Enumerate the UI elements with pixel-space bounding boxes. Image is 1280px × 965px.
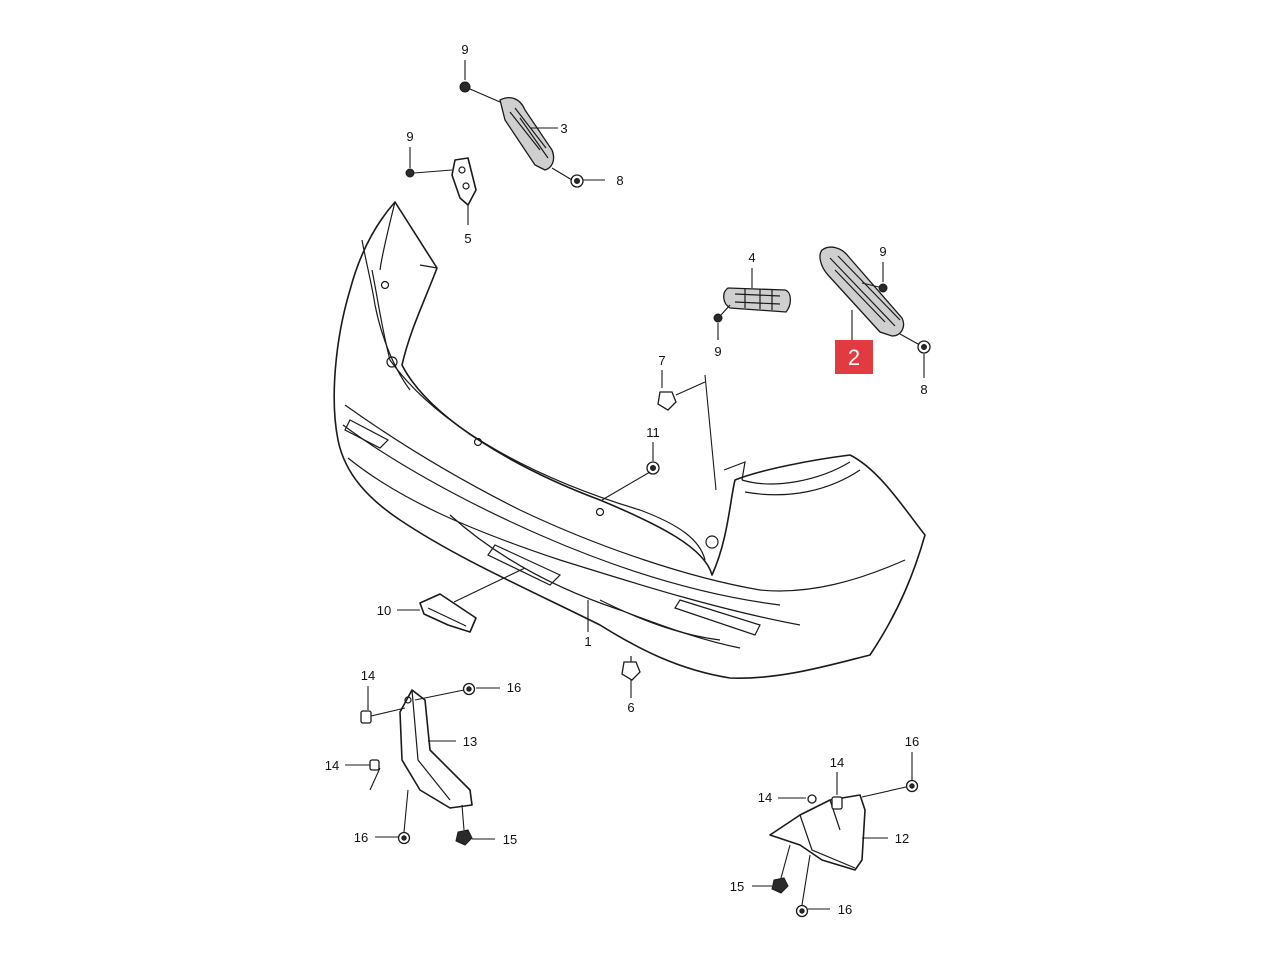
callout-15-right: 15 bbox=[730, 879, 744, 894]
nut-15-right bbox=[771, 844, 791, 894]
clip-14-lower-right bbox=[807, 794, 817, 804]
clip-14-lower-left bbox=[369, 759, 380, 771]
callout-14-upper-left: 14 bbox=[361, 668, 375, 683]
callout-7: 7 bbox=[658, 353, 665, 368]
callout-3: 3 bbox=[560, 121, 567, 136]
clip-7 bbox=[657, 381, 706, 411]
callout-4: 4 bbox=[748, 250, 755, 265]
callout-9-center: 9 bbox=[714, 344, 721, 359]
screw-9-left bbox=[405, 168, 453, 178]
nut-6 bbox=[621, 656, 641, 681]
bolt-16-upper-right bbox=[861, 779, 919, 798]
screw-9-center bbox=[713, 304, 731, 323]
screw-9-top bbox=[459, 81, 501, 103]
callout-leaders bbox=[345, 60, 925, 910]
callout-15-left: 15 bbox=[503, 832, 517, 847]
screw-11 bbox=[601, 461, 660, 501]
callout-16-upper-right: 16 bbox=[905, 734, 919, 749]
callout-9-right: 9 bbox=[879, 244, 886, 259]
callout-labels: 9 3 8 9 5 4 9 9 8 7 11 10 1 6 14 16 13 1… bbox=[325, 42, 928, 917]
bolt-16-lower-right bbox=[795, 854, 811, 918]
lower-center-bracket bbox=[419, 593, 477, 633]
callout-16-lower-right: 16 bbox=[838, 902, 852, 917]
right-mud-flap bbox=[769, 794, 866, 871]
callout-9-left: 9 bbox=[406, 129, 413, 144]
callout-11: 11 bbox=[646, 425, 660, 440]
highlight-box bbox=[835, 340, 873, 374]
callout-13: 13 bbox=[463, 734, 477, 749]
bolt-16-upper-left bbox=[414, 682, 476, 701]
callout-1: 1 bbox=[584, 634, 591, 649]
callout-5: 5 bbox=[464, 231, 471, 246]
callout-9-top: 9 bbox=[461, 42, 468, 57]
callout-14-lower-left: 14 bbox=[325, 758, 339, 773]
callout-16-lower-left: 16 bbox=[354, 830, 368, 845]
callout-10: 10 bbox=[377, 603, 391, 618]
callout-16-upper-left: 16 bbox=[507, 680, 521, 695]
bolt-8-top bbox=[551, 167, 584, 188]
center-retainer-bracket bbox=[723, 287, 792, 313]
nut-15-left bbox=[455, 804, 473, 846]
callout-8-top: 8 bbox=[616, 173, 623, 188]
bolt-16-lower-left bbox=[397, 789, 411, 845]
rear-bumper-cover bbox=[333, 201, 926, 679]
callout-14-upper-right: 14 bbox=[830, 755, 844, 770]
small-clip-bracket bbox=[451, 157, 477, 206]
left-mud-flap bbox=[399, 689, 473, 809]
screw-9-right bbox=[861, 282, 888, 293]
highlight-label: 2 bbox=[848, 345, 860, 370]
fasteners bbox=[360, 81, 931, 918]
clip-14-upper-right bbox=[831, 796, 843, 810]
callout-12: 12 bbox=[895, 831, 909, 846]
callout-14-lower-right: 14 bbox=[758, 790, 772, 805]
upper-side-bracket bbox=[499, 97, 555, 171]
callout-6: 6 bbox=[627, 700, 634, 715]
clip-14-upper-left bbox=[360, 707, 406, 724]
callout-8-right: 8 bbox=[920, 382, 927, 397]
bolt-8-right bbox=[899, 333, 931, 354]
side-bracket-highlighted-part bbox=[819, 246, 905, 337]
